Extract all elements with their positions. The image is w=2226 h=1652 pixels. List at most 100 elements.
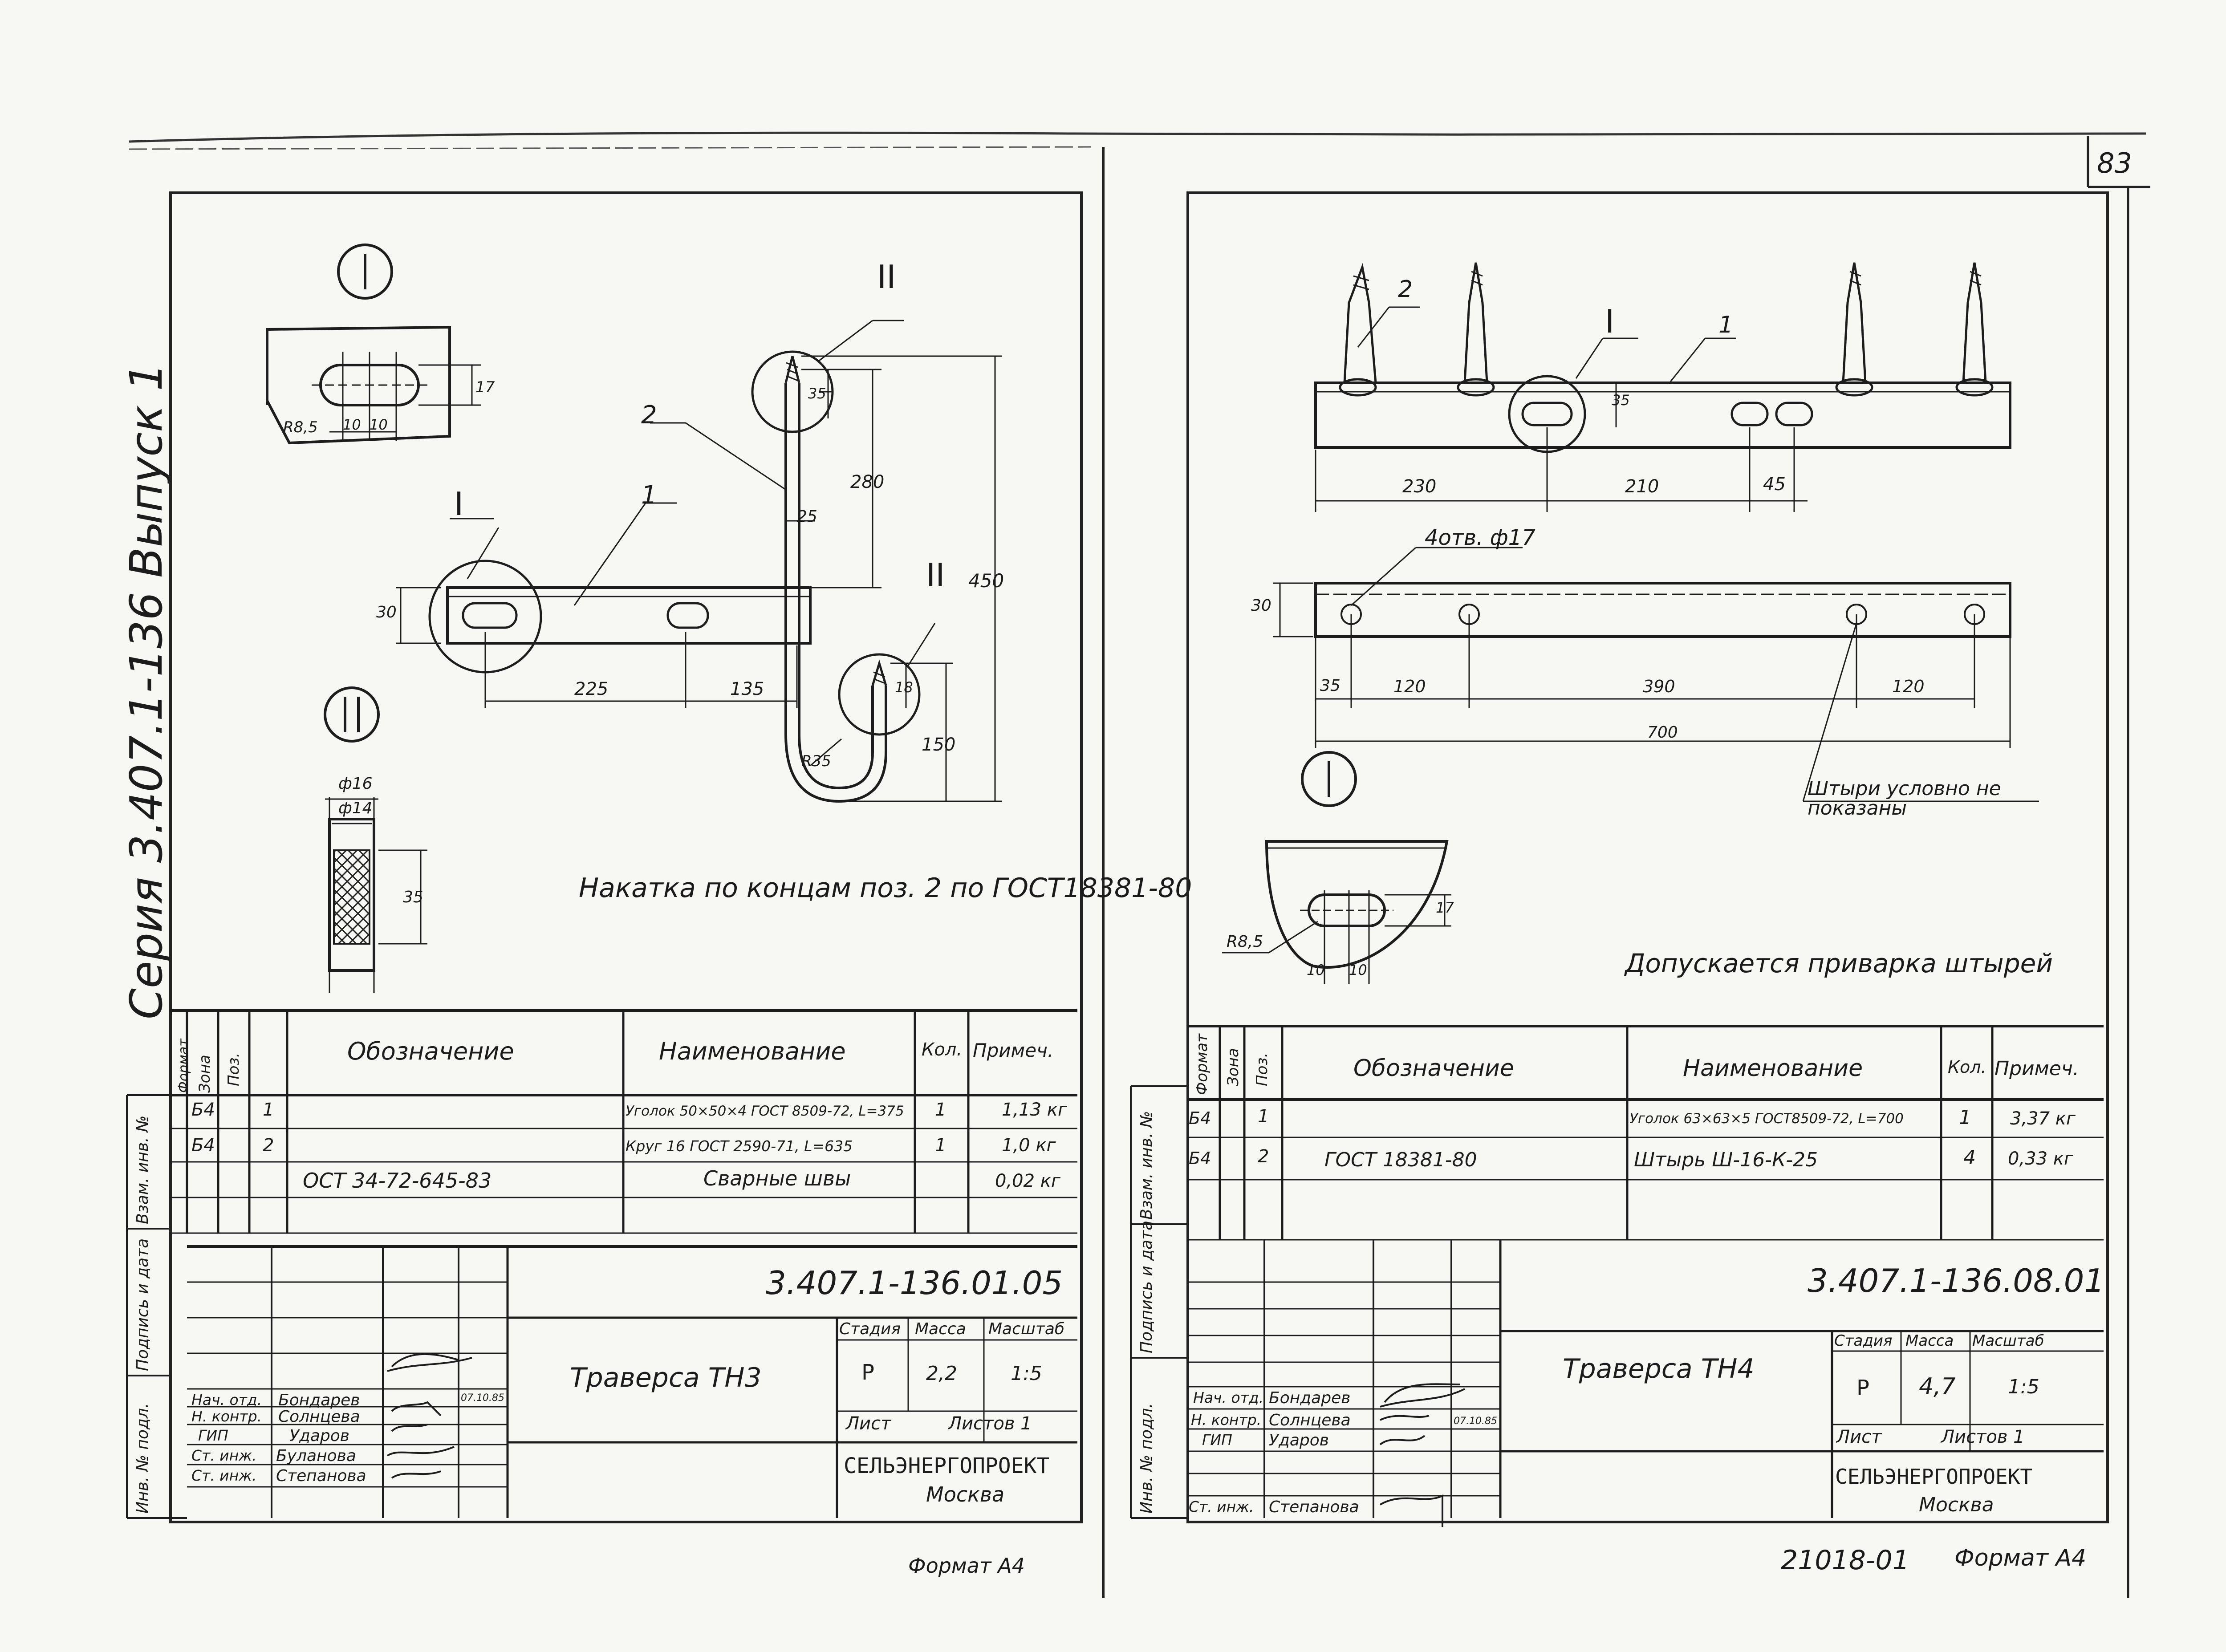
format-left: Формат А4 <box>908 1554 1025 1578</box>
r-stage-value: Р <box>1856 1376 1869 1400</box>
r-role-2: Н. контр. <box>1191 1411 1262 1429</box>
sheets-label: Листов 1 <box>948 1413 1032 1434</box>
role-5: Ст. инж. <box>191 1467 257 1484</box>
right-sheet-frame <box>1186 191 2109 1523</box>
name-4: Буланова <box>276 1447 356 1465</box>
mass-label: Масса <box>915 1320 966 1338</box>
r-name-1: Бондарев <box>1269 1389 1351 1407</box>
spec-r3-note: 0,02 кг <box>995 1171 1060 1191</box>
dim-10b: 10 <box>370 416 388 433</box>
dim-10a: 10 <box>343 416 361 433</box>
r-spec-h-pos: Поз. <box>1253 1052 1271 1086</box>
doc-code: 3.407.1-136.01.05 <box>766 1264 1063 1302</box>
spec-r3-name: Сварные швы <box>703 1166 851 1190</box>
r-dim-390: 390 <box>1643 677 1675 696</box>
r-sign-date: 07.10.85 <box>1454 1416 1497 1427</box>
r-mass-label: Масса <box>1905 1332 1954 1350</box>
r-dim-35a: 35 <box>1612 392 1630 409</box>
r-pos-label-2: 2 <box>1398 276 1413 303</box>
r-spec-r1-format: Б4 <box>1189 1108 1211 1128</box>
r-dim-30: 30 <box>1251 597 1271 615</box>
pos-label-1: 1 <box>641 481 657 510</box>
r-role-3: ГИП <box>1202 1431 1232 1449</box>
r-dim-230: 230 <box>1402 476 1437 497</box>
view-label-II-top: II <box>877 258 896 296</box>
stamp-inv-right: Инв. № подл. <box>1137 1403 1156 1514</box>
r-role-4: Ст. инж. <box>1189 1498 1254 1515</box>
role-3: ГИП <box>198 1427 228 1444</box>
role-1: Нач. отд. <box>191 1391 262 1408</box>
spec-r2-format: Б4 <box>191 1135 215 1156</box>
dim-f16: ф16 <box>338 775 373 793</box>
r-spec-r1-qty: 1 <box>1959 1106 1971 1129</box>
stage-value: Р <box>861 1360 874 1385</box>
r-spec-r1-pos: 1 <box>1258 1106 1269 1127</box>
r-spec-r2-name: Штырь Ш-16-К-25 <box>1634 1149 1818 1171</box>
sign-date: 07.10.85 <box>461 1392 504 1404</box>
r-spec-r2-qty: 4 <box>1963 1146 1976 1169</box>
r-doc-code: 3.407.1-136.08.01 <box>1808 1262 2105 1299</box>
r-stage-label: Стадия <box>1834 1332 1893 1350</box>
sheet-label: Лист <box>846 1413 891 1434</box>
r-name-2: Солнцева <box>1269 1411 1351 1429</box>
r-scale-value: 1:5 <box>2008 1376 2039 1398</box>
studs-note: Штыри условно не показаны <box>1808 777 2001 820</box>
r-spec-r2-note: 0,33 кг <box>2008 1149 2073 1169</box>
pos-label-2: 2 <box>641 401 657 430</box>
r-dim-120b: 120 <box>1892 677 1925 696</box>
r-role-1: Нач. отд. <box>1193 1389 1264 1406</box>
spec-r3-designation: ОСТ 34-72-645-83 <box>303 1169 492 1193</box>
spec-r1-name: Уголок 50×50×4 ГОСТ 8509-72, L=375 <box>626 1103 904 1119</box>
scale-value: 1:5 <box>1011 1362 1042 1385</box>
r-dim-10b: 10 <box>1349 962 1367 978</box>
scale-label: Масштаб <box>988 1320 1065 1338</box>
r-sheets-label: Листов 1 <box>1941 1427 2025 1447</box>
r-name-3: Ударов <box>1269 1431 1329 1449</box>
r-dim-35b: 35 <box>1320 677 1340 695</box>
dim-280: 280 <box>850 472 885 492</box>
r-dim-120a: 120 <box>1393 677 1426 696</box>
r-spec-h-designation: Обозначение <box>1353 1055 1514 1082</box>
dim-35: 35 <box>808 385 826 402</box>
dim-30: 30 <box>376 603 397 621</box>
name-2: Солнцева <box>278 1408 360 1426</box>
name-3: Ударов <box>289 1427 349 1445</box>
stamp-vzam-right: Взам. инв. № <box>1137 1111 1156 1220</box>
stamp-sign-right: Подпись и дата <box>1137 1220 1156 1353</box>
mass-value: 2,2 <box>926 1362 957 1385</box>
spec-h-qty: Кол. <box>922 1039 963 1060</box>
r-name-4: Степанова <box>1269 1498 1359 1516</box>
r-org-name: СЕЛЬЭНЕРГОПРОЕКТ <box>1835 1465 2033 1489</box>
spec-h-note: Примеч. <box>973 1039 1054 1061</box>
r-dim-210: 210 <box>1625 476 1659 497</box>
dim-225: 225 <box>574 679 609 699</box>
bottom-code: 21018-01 <box>1781 1545 1909 1576</box>
spec-h-name: Наименование <box>659 1037 846 1065</box>
r-sheet-label: Лист <box>1836 1427 1882 1447</box>
knurl-note: Накатка по концам поз. 2 по ГОСТ18381-80 <box>579 873 1192 904</box>
view-label-I: I <box>454 485 464 523</box>
org-name: СЕЛЬЭНЕРГОПРОЕКТ <box>844 1453 1050 1478</box>
r-spec-h-format: Формат <box>1193 1034 1211 1095</box>
spec-h-designation: Обозначение <box>347 1037 514 1065</box>
format-right: Формат А4 <box>1954 1545 2087 1571</box>
spec-r2-pos: 2 <box>263 1135 274 1156</box>
spec-r1-note: 1,13 кг <box>1002 1100 1067 1120</box>
spec-r2-note: 1,0 кг <box>1002 1135 1056 1156</box>
r-dim-17: 17 <box>1436 899 1454 916</box>
left-sheet-frame <box>169 191 1083 1523</box>
r-spec-h-qty: Кол. <box>1948 1057 1986 1077</box>
r-mass-value: 4,7 <box>1919 1373 1956 1400</box>
r-spec-r1-name: Уголок 63×63×5 ГОСТ8509-72, L=700 <box>1629 1111 1904 1127</box>
spec-r2-qty: 1 <box>935 1135 946 1156</box>
role-2: Н. контр. <box>191 1408 262 1425</box>
r-dim-45: 45 <box>1763 474 1786 495</box>
weld-note: Допускается приварка штырей <box>1625 948 2053 978</box>
r-dim-700: 700 <box>1647 723 1678 742</box>
spec-r2-name: Круг 16 ГОСТ 2590-71, L=635 <box>626 1137 853 1155</box>
dim-150: 150 <box>922 735 956 755</box>
r-spec-h-note: Примеч. <box>1994 1057 2079 1080</box>
r-org-city: Москва <box>1919 1494 1994 1516</box>
